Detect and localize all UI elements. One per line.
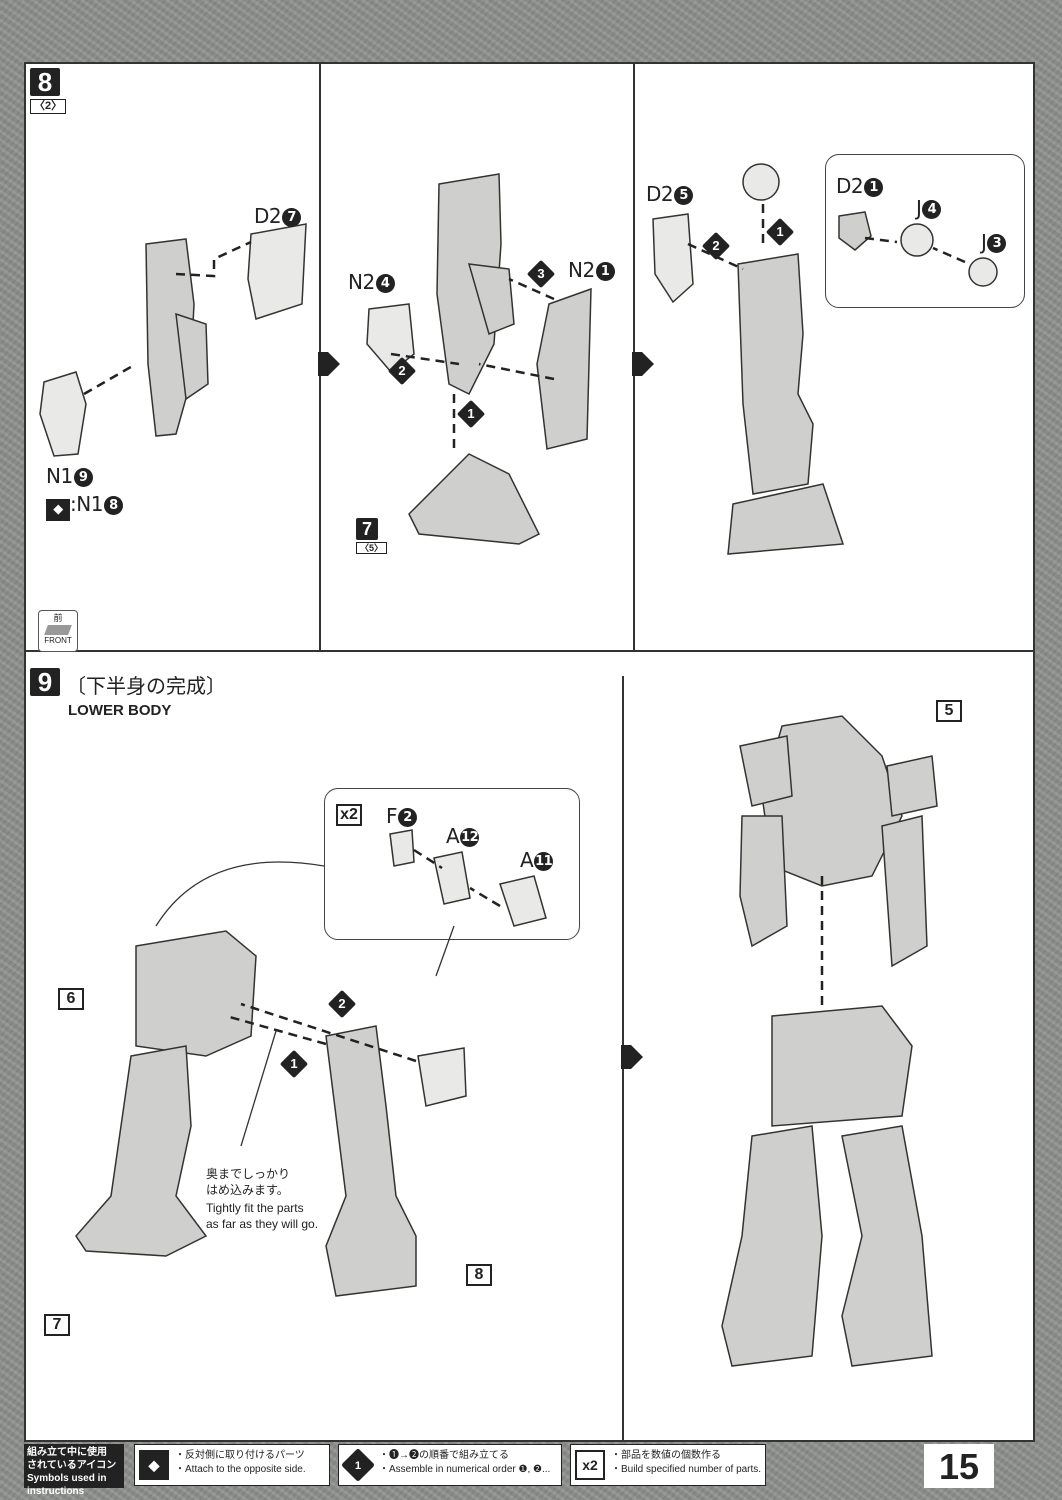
- leg-assembly-illustration-3: [652, 163, 845, 555]
- step-9-title-en: LOWER BODY: [68, 702, 172, 719]
- order-marker: 2: [701, 231, 731, 261]
- order-marker: 3: [526, 259, 556, 289]
- ref-step-7-sub: 〈5〉: [356, 542, 388, 554]
- ref-step-7-badge: 7: [356, 518, 378, 540]
- completed-body-illustration: [721, 715, 938, 1367]
- mirror-icon: ◆: [139, 1450, 169, 1480]
- next-step-arrow-icon: [621, 1045, 643, 1069]
- lower-body-illustration: [75, 861, 467, 1297]
- multiplier-badge: x2: [336, 804, 362, 826]
- ref-badge-8: 8: [466, 1264, 492, 1286]
- step-9-title-jp: 〔下半身の完成〕: [66, 674, 226, 698]
- multiplier-icon: x2: [575, 1450, 605, 1480]
- legend-item-mirror: ◆ ・反対側に取り付けるパーツ ・Attach to the opposite …: [134, 1444, 330, 1486]
- fit-note-jp: 奥までしっかり はめ込みます。: [206, 1167, 291, 1197]
- page-number: 15: [924, 1444, 994, 1488]
- order-marker: 2: [387, 356, 417, 386]
- next-step-arrow-icon: [318, 352, 340, 376]
- leg-assembly-illustration-1: [39, 223, 307, 457]
- front-arrow-icon: [44, 625, 72, 635]
- mirror-icon: ◆: [46, 499, 70, 521]
- legend-item-order: 1 ・❶→❷の順番で組み立てる ・Assemble in numerical o…: [338, 1444, 562, 1486]
- order-marker: 2: [327, 989, 357, 1019]
- ref-badge-5: 5: [936, 700, 962, 722]
- shield-parts-illustration: [389, 829, 547, 927]
- order-marker: 1: [765, 217, 795, 247]
- order-number-icon: 1: [341, 1448, 375, 1482]
- divider: [26, 650, 1033, 652]
- next-step-arrow-icon: [632, 352, 654, 376]
- symbols-legend: 組み立て中に使用 されているアイコン Symbols used in instr…: [24, 1444, 1035, 1497]
- legend-title: 組み立て中に使用 されているアイコン Symbols used in instr…: [24, 1444, 124, 1497]
- ref-badge-6: 6: [58, 988, 84, 1010]
- fit-note-en: Tightly fit the parts as far as they wil…: [206, 1201, 319, 1231]
- step-8-sub: 〈2〉: [30, 99, 67, 114]
- head-parts-illustration: [838, 211, 998, 287]
- step-9-badge: 9: [30, 668, 60, 696]
- step-8-badge: 8: [30, 68, 60, 96]
- front-direction-icon: 前 FRONT: [38, 610, 78, 652]
- order-marker: 1: [456, 399, 486, 429]
- leg-assembly-illustration-2: [366, 173, 592, 545]
- order-marker: 1: [279, 1049, 309, 1079]
- legend-item-multiplier: x2 ・部品を数値の個数作る ・Build specified number o…: [570, 1444, 766, 1486]
- ref-badge-7: 7: [44, 1314, 70, 1336]
